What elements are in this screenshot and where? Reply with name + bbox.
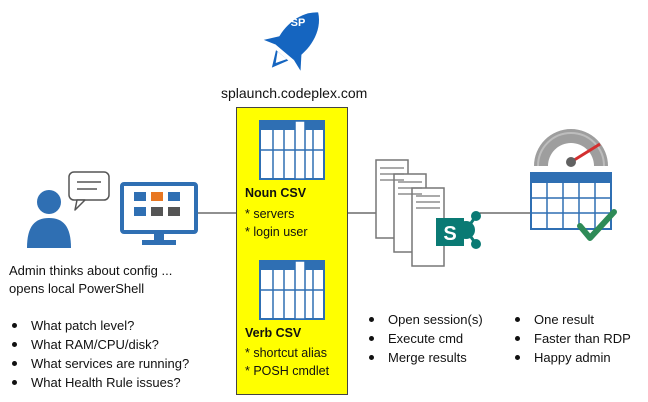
sharepoint-logo-letter: S — [443, 223, 456, 245]
list-item: What RAM/CPU/disk? — [9, 335, 189, 354]
csv-config-panel: Noun CSV * servers * login user Verb CSV… — [236, 107, 348, 395]
list-item: Merge results — [366, 348, 483, 367]
admin-caption-line2: opens local PowerShell — [9, 281, 145, 296]
rocket-badge: SP — [291, 17, 306, 29]
admin-caption-line1: Admin thinks about config ... — [9, 263, 173, 278]
verb-item-shortcut-alias: * shortcut alias — [245, 346, 327, 360]
noun-table-icon — [259, 120, 325, 180]
list-item: Faster than RDP — [512, 329, 631, 348]
list-item: One result — [512, 310, 631, 329]
list-item: What Health Rule issues? — [9, 373, 189, 392]
verb-csv-title: Verb CSV — [245, 326, 302, 340]
outcomes-list: One result Faster than RDP Happy admin — [512, 310, 631, 367]
list-item: Happy admin — [512, 348, 631, 367]
server-stack-icon: S — [375, 159, 481, 267]
monitor-icon — [120, 182, 198, 245]
admin-person-icon — [27, 171, 110, 248]
list-item: Execute cmd — [366, 329, 483, 348]
verb-table-icon — [259, 260, 325, 320]
list-item: Open session(s) — [366, 310, 483, 329]
result-table-check-icon — [530, 172, 617, 241]
site-url-label: splaunch.codeplex.com — [221, 85, 368, 101]
verb-item-posh-cmdlet: * POSH cmdlet — [245, 364, 330, 378]
process-steps-list: Open session(s) Execute cmd Merge result… — [366, 310, 483, 367]
noun-item-login-user: * login user — [245, 225, 308, 239]
admin-questions-list: What patch level? What RAM/CPU/disk? Wha… — [9, 316, 189, 392]
noun-item-servers: * servers — [245, 207, 295, 221]
list-item: What services are running? — [9, 354, 189, 373]
gauge-icon — [534, 129, 608, 167]
rocket-icon: SP — [263, 12, 320, 71]
noun-csv-title: Noun CSV — [245, 186, 307, 200]
list-item: What patch level? — [9, 316, 189, 335]
